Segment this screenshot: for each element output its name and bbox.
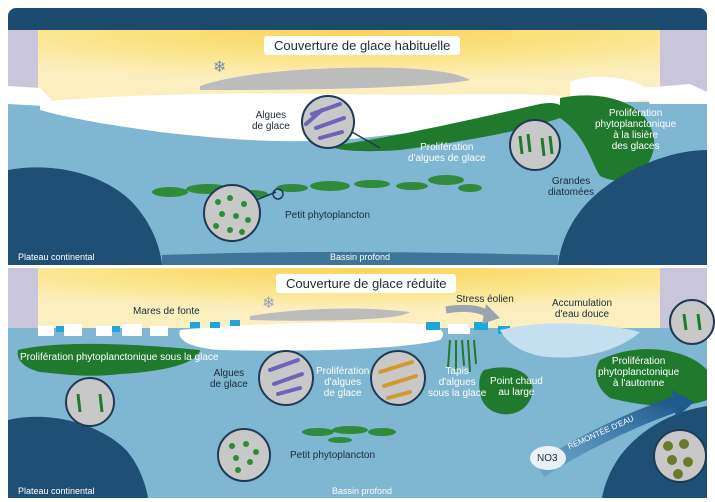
top-label-bloom-ice: Prolifération d'algues de glace: [408, 142, 486, 164]
bottom-snowflake-icon: ❄: [262, 293, 275, 312]
top-label-small-phyto: Petit phytoplancton: [285, 210, 370, 221]
bottom-phyto-circle: [218, 429, 270, 481]
top-label-basin: Bassin profond: [330, 252, 390, 263]
top-label-shelf: Plateau continental: [18, 252, 95, 263]
bottom-title: Couverture de glace réduite: [276, 274, 456, 293]
top-title: Couverture de glace habituelle: [264, 36, 460, 55]
bottom-label-small-phyto: Petit phytoplancton: [290, 450, 375, 461]
bottom-sky-left-edge: [8, 268, 38, 328]
bottom-label-basin: Bassin profond: [332, 486, 392, 497]
bottom-label-wind-stress: Stress éolien: [456, 294, 514, 305]
bottom-label-ice-algae: Algues de glace: [210, 368, 248, 390]
bottom-label-hotspot: Point chaud au large: [490, 376, 543, 398]
bottom-label-bloom-ice: Prolifération d'algues de glace: [316, 366, 369, 399]
top-label-bloom-edge: Prolifération phytoplanctonique à la lis…: [595, 108, 676, 152]
bottom-label-freshwater: Accumulation d'eau douce: [552, 298, 612, 320]
top-phyto-circle: [204, 185, 260, 241]
top-label-ice-algae: Algues de glace: [252, 110, 290, 132]
bottom-under-ice-circle: [66, 378, 114, 426]
top-snowflake-icon: ❄: [213, 57, 226, 76]
bottom-label-mats: Tapis d'algues sous la glace: [428, 366, 486, 399]
top-label-diatoms: Grandes diatomées: [548, 176, 594, 198]
bottom-label-bloom-under-ice: Prolifération phytoplanctonique sous la …: [20, 352, 218, 363]
bottom-label-autumn-bloom: Prolifération phytoplanctonique à l'auto…: [598, 356, 679, 389]
bottom-label-melt-ponds: Mares de fonte: [133, 306, 200, 317]
bottom-autumn-circle: [670, 300, 714, 344]
bottom-label-shelf: Plateau continental: [18, 486, 95, 497]
bottom-label-nitrate: NO3: [537, 453, 558, 464]
